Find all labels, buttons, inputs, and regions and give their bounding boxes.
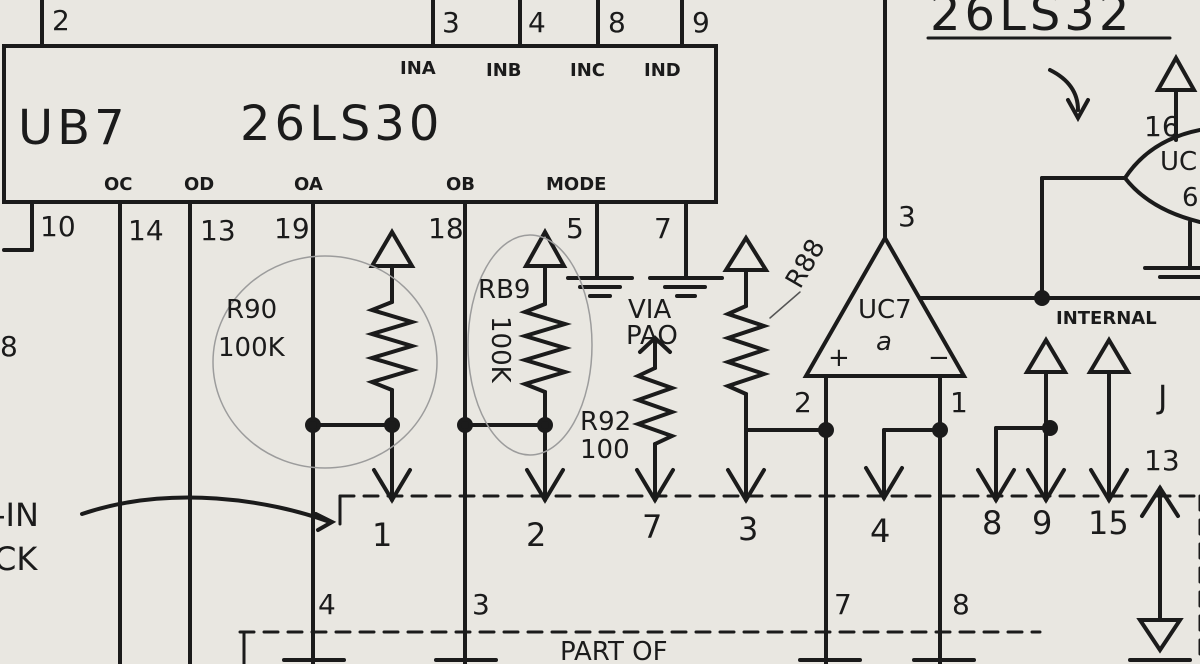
pin-3: 3 [442, 6, 460, 39]
pin-4: 4 [528, 6, 546, 39]
opamp-plus: + [828, 343, 850, 373]
ic-ub7-part: 26LS30 [240, 96, 443, 152]
r90-value: 100K [218, 333, 286, 363]
ic-ub7-output-c: OC [104, 174, 133, 195]
conn-pin-1: 1 [372, 516, 392, 554]
conn-pin-8: 8 [982, 504, 1002, 542]
r92-value: 100 [580, 435, 630, 465]
pao-label: PAO [626, 321, 678, 351]
conn-pin-13: 13 [1144, 444, 1180, 477]
pin-2: 2 [52, 4, 70, 37]
ic-ub7-output-b: OB [446, 174, 475, 195]
r92-name: R92 [580, 407, 631, 437]
pin-19: 19 [274, 212, 310, 245]
pin-18: 18 [428, 212, 464, 245]
pin-10: 10 [40, 210, 76, 243]
conn-pin-15: 15 [1088, 504, 1129, 542]
connector-j-label: J [1156, 378, 1167, 416]
pin-9: 9 [692, 6, 710, 39]
conn-pin-2: 2 [526, 516, 546, 554]
bottom-pin-3: 3 [472, 588, 490, 621]
opamp-pin-1: 1 [950, 386, 968, 419]
r89-name: RB9 [478, 275, 530, 305]
opamp-unit: a [876, 327, 892, 357]
opamp-minus: − [928, 343, 950, 373]
ic-ub7-output-a: OA [294, 174, 323, 195]
pin-13: 13 [200, 214, 236, 247]
ic-26ls32-label: UC [1160, 147, 1197, 177]
left-edge-num: 8 [0, 330, 18, 363]
ic-ub7-input-d: IND [644, 60, 681, 81]
bottom-pin-4: 4 [318, 588, 336, 621]
r89-value: 100K [485, 316, 515, 384]
ic-ub7-box [2, 44, 718, 204]
via-label: VIA [628, 295, 671, 325]
pin-14: 14 [128, 214, 164, 247]
conn-pin-9: 9 [1032, 504, 1052, 542]
ic-ub7-input-a: INA [400, 58, 436, 79]
ic-26ls32-unit: 6 [1182, 183, 1199, 213]
pin-5: 5 [566, 212, 584, 245]
left-edge-ck-label: CK [0, 540, 38, 578]
conn-pin-7: 7 [642, 508, 662, 546]
opamp-pin-3: 3 [898, 200, 916, 233]
ic-ub7-input-b: INB [486, 60, 521, 81]
ic-ub7-name: UB7 [18, 100, 129, 156]
bottom-pin-7: 7 [834, 588, 852, 621]
part-of-label: PART OF [560, 637, 668, 664]
ic-ub7-output-d: OD [184, 174, 214, 195]
internal-label: INTERNAL [1056, 308, 1157, 329]
conn-pin-3: 3 [738, 510, 758, 548]
r90-name: R90 [226, 295, 277, 325]
opamp-name: UC7 [858, 295, 912, 325]
ic-ub7-input-c: INC [570, 60, 605, 81]
opamp-pin-2: 2 [794, 386, 812, 419]
ic-26ls32-part: 26LS32 [930, 0, 1133, 42]
bottom-pin-8: 8 [952, 588, 970, 621]
conn-pin-4: 4 [870, 512, 890, 550]
left-edge-in-label: -IN [0, 496, 39, 534]
ic-ub7-mode: MODE [546, 174, 606, 195]
pin-7: 7 [654, 212, 672, 245]
pin-8: 8 [608, 6, 626, 39]
ic-26ls32-pin: 16 [1144, 110, 1180, 143]
r88-name: R88 [780, 234, 832, 293]
opamp-uc7 [802, 233, 968, 378]
